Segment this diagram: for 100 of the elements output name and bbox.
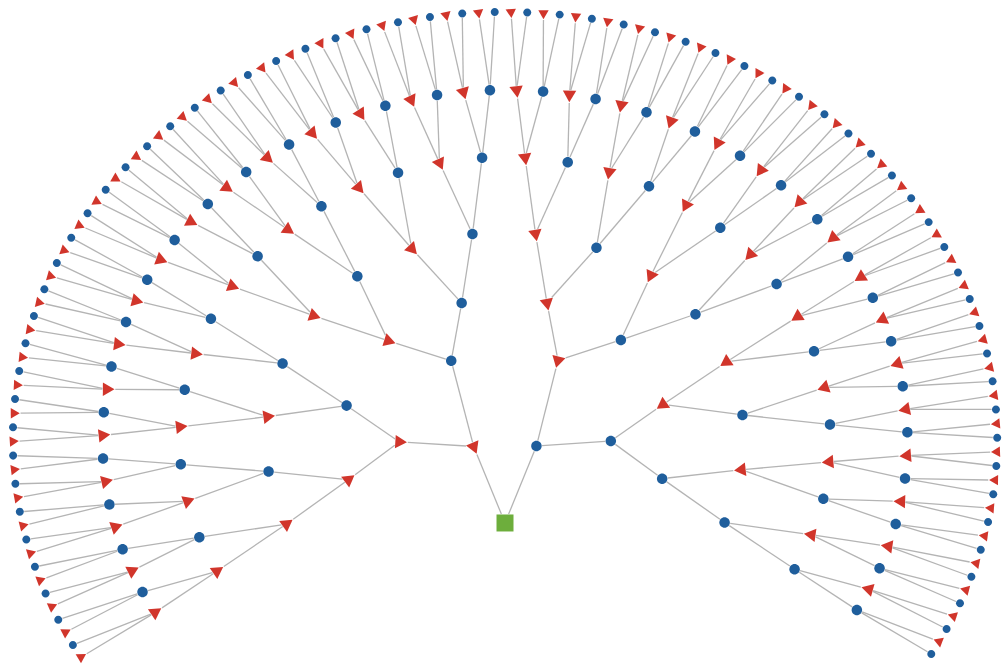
connector-line xyxy=(398,25,411,96)
triangle-node xyxy=(713,136,726,150)
triangle-node xyxy=(344,28,355,39)
connector-line xyxy=(666,365,721,403)
connector-line xyxy=(128,169,188,220)
triangle-node xyxy=(880,540,894,554)
connector-line xyxy=(187,416,264,427)
connector-line xyxy=(49,571,129,594)
connector-line xyxy=(852,223,926,256)
connector-line xyxy=(728,525,791,567)
connector-line xyxy=(884,569,957,603)
triangle-node xyxy=(969,306,980,317)
triangle-node xyxy=(176,110,187,121)
connector-line xyxy=(202,353,278,364)
triangle-node xyxy=(821,454,834,469)
connector-line xyxy=(461,17,464,89)
connector-line xyxy=(306,52,335,118)
triangle-node xyxy=(228,76,239,88)
triangle-node xyxy=(13,493,24,504)
triangle-node xyxy=(255,62,266,73)
connector-line xyxy=(621,34,639,102)
triangle-node xyxy=(989,475,999,486)
connector-line xyxy=(416,254,459,300)
triangle-node xyxy=(13,379,23,391)
triangle-node xyxy=(9,436,19,447)
connector-line xyxy=(730,351,810,362)
connector-line xyxy=(836,199,908,237)
connector-line xyxy=(336,127,358,184)
connector-line xyxy=(852,213,916,255)
connector-line xyxy=(45,550,118,579)
connector-line xyxy=(407,441,467,447)
triangle-node xyxy=(431,156,444,170)
connector-line xyxy=(260,259,311,313)
triangle-node xyxy=(861,583,875,597)
triangle-node xyxy=(154,251,168,265)
triangle-node xyxy=(991,446,1001,457)
connector-line xyxy=(384,31,411,97)
connector-line xyxy=(194,472,264,499)
connector-line xyxy=(570,22,592,91)
connector-line xyxy=(127,537,195,549)
connector-line xyxy=(625,315,691,339)
triangle-node xyxy=(615,99,629,113)
connector-line xyxy=(76,613,152,644)
connector-line xyxy=(688,159,737,203)
triangle-node xyxy=(538,10,549,20)
connector-line xyxy=(828,498,894,502)
connector-line xyxy=(780,242,828,282)
connector-line xyxy=(19,481,102,485)
connector-line xyxy=(248,175,286,227)
connector-line xyxy=(543,18,560,87)
connector-line xyxy=(36,527,112,552)
connector-line xyxy=(28,505,105,525)
connector-line xyxy=(336,41,360,110)
triangle-node xyxy=(376,20,386,32)
connector-line xyxy=(108,412,177,427)
triangle-node xyxy=(696,42,707,53)
connector-line xyxy=(108,191,171,238)
connector-line xyxy=(69,251,143,279)
connector-line xyxy=(652,135,692,183)
connector-line xyxy=(320,317,385,341)
connector-line xyxy=(745,470,819,498)
connector-line xyxy=(872,590,944,628)
triangle-node xyxy=(404,241,417,255)
triangle-node xyxy=(947,612,958,623)
connector-line xyxy=(272,162,318,204)
connector-line xyxy=(277,64,311,130)
connector-line xyxy=(291,148,320,202)
connector-line xyxy=(877,262,946,296)
connector-line xyxy=(265,72,310,131)
connector-line xyxy=(650,128,669,182)
triangle-node xyxy=(755,67,765,79)
triangle-node xyxy=(190,346,203,360)
connector-line xyxy=(114,500,184,505)
triangle-node xyxy=(681,198,694,212)
connector-line xyxy=(752,207,795,252)
triangle-node xyxy=(109,522,123,535)
connector-line xyxy=(249,78,287,141)
triangle-node xyxy=(382,333,396,347)
connector-line xyxy=(316,138,357,185)
triangle-node xyxy=(466,440,479,454)
triangle-node xyxy=(279,519,293,532)
connector-line xyxy=(143,301,207,319)
connector-line xyxy=(110,426,177,436)
triangle-node xyxy=(984,503,995,514)
connector-line xyxy=(196,110,244,169)
connector-line xyxy=(536,166,567,230)
connector-line xyxy=(472,162,483,229)
triangle-node xyxy=(782,83,792,94)
connector-line xyxy=(614,443,659,476)
connector-line xyxy=(536,241,547,300)
triangle-node xyxy=(110,172,121,182)
connector-line xyxy=(909,395,989,410)
triangle-node xyxy=(552,354,566,368)
connector-line xyxy=(18,435,99,442)
connector-line xyxy=(516,97,526,154)
triangle-node xyxy=(528,228,542,242)
triangle-node xyxy=(791,308,805,321)
connector-line xyxy=(113,464,176,481)
connector-line xyxy=(35,330,115,345)
connector-line xyxy=(747,389,818,414)
